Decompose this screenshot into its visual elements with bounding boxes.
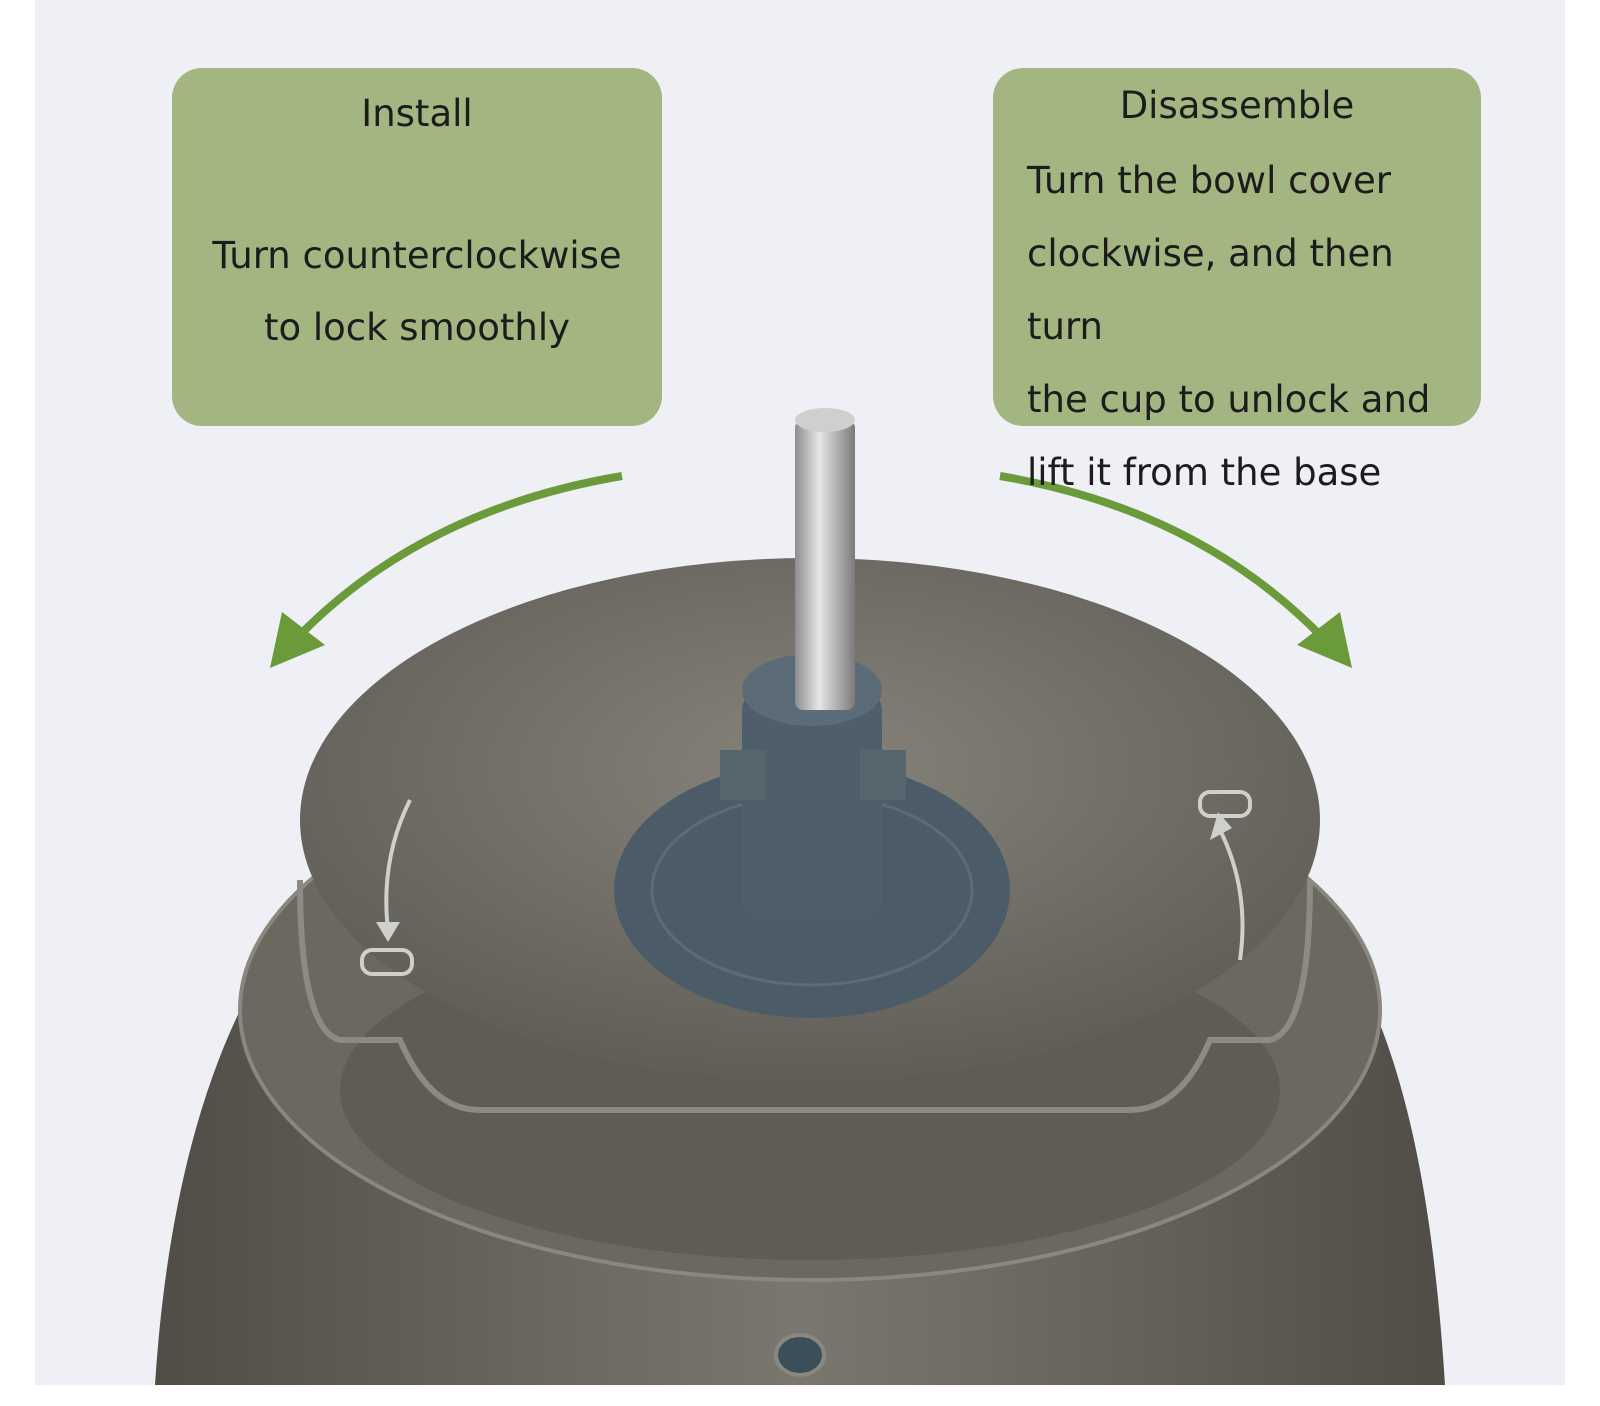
unlock-arrow-icon: [1218, 829, 1245, 961]
counterclockwise-arrowhead-icon: [270, 612, 325, 668]
disassemble-callout: Disassemble Turn the bowl cover clockwis…: [993, 68, 1481, 494]
lock-arrowhead-icon: [376, 922, 400, 942]
install-line: to lock smoothly: [263, 306, 571, 349]
install-title: Install: [361, 92, 473, 135]
install-callout: Install Turn counterclockwise to lock sm…: [172, 68, 662, 426]
drive-shaft: [795, 420, 855, 710]
disassemble-line: lift it from the base: [1027, 451, 1382, 494]
base-button: [774, 1333, 826, 1377]
disassemble-title: Disassemble: [1119, 84, 1355, 127]
clockwise-arrowhead-icon: [1297, 612, 1352, 668]
unlock-icon: [1198, 790, 1252, 818]
counterclockwise-arrow-icon: [292, 472, 623, 643]
disassemble-line: clockwise, and then turn: [1027, 232, 1394, 348]
disassemble-line: the cup to unlock and: [1027, 378, 1431, 421]
coupler: [742, 690, 882, 920]
plate-rim: [297, 879, 1313, 1113]
disassemble-line: Turn the bowl cover: [1027, 159, 1391, 202]
clockwise-arrow-icon: [999, 472, 1328, 643]
unlock-arrowhead-icon: [1210, 812, 1232, 840]
lock-arrow-icon: [384, 799, 412, 931]
lock-icon: [360, 948, 414, 976]
install-line: Turn counterclockwise: [212, 234, 622, 277]
